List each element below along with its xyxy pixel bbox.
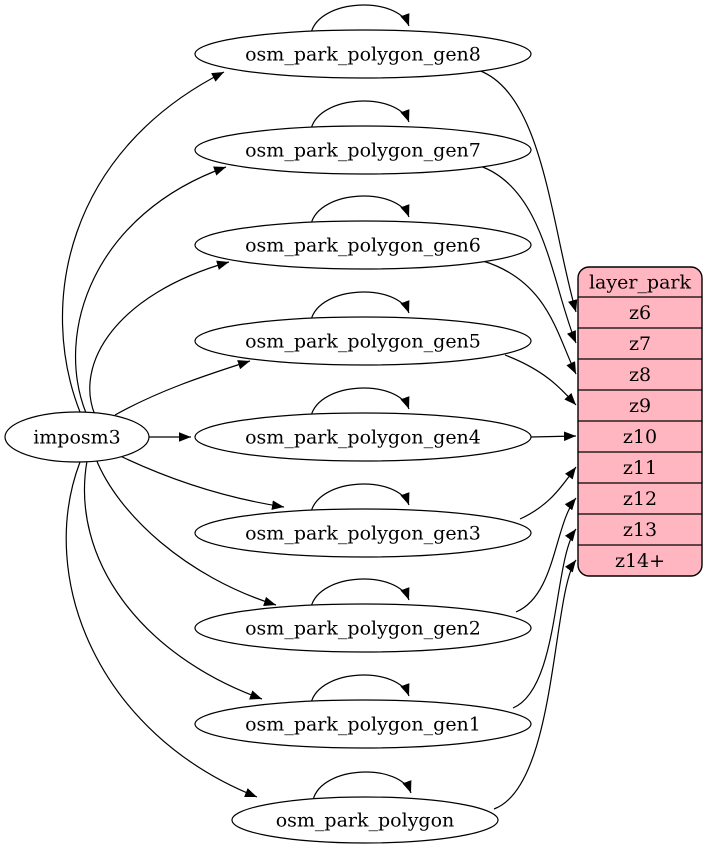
node-osm_park_polygon_gen4: osm_park_polygon_gen4 bbox=[194, 412, 532, 462]
node-label-osm_park_polygon_gen4: osm_park_polygon_gen4 bbox=[245, 427, 481, 449]
node-osm_park_polygon_gen1: osm_park_polygon_gen1 bbox=[194, 699, 532, 749]
layer-table-row-z11: z11 bbox=[623, 457, 657, 479]
node-label-osm_park_polygon_gen7: osm_park_polygon_gen7 bbox=[245, 140, 481, 162]
layer-table-row-z14+: z14+ bbox=[615, 550, 665, 572]
layer-table-row-z8: z8 bbox=[629, 364, 651, 386]
edge-osm_park_polygon_gen3-to-z11 bbox=[519, 466, 577, 520]
layer-table-group: layer_park z6 z7 z8 z9 z10 z11 z12 z13 z14+ bbox=[577, 266, 703, 577]
edge-osm_park_polygon-to-z14+ bbox=[493, 559, 577, 810]
edge-osm_park_polygon_gen1-to-z13 bbox=[512, 528, 577, 709]
layer-table-row-z10: z10 bbox=[623, 426, 657, 448]
layer-table-row-z6: z6 bbox=[629, 302, 651, 324]
edge-osm_park_polygon_gen8-to-osm_park_polygon_gen8 bbox=[310, 4, 410, 34]
layer-table-title: layer_park bbox=[589, 272, 692, 294]
edge-osm_park_polygon_gen5-to-z9 bbox=[504, 354, 577, 406]
layer-table-row-z7: z7 bbox=[629, 333, 651, 355]
edge-osm_park_polygon_gen1-to-osm_park_polygon_gen1 bbox=[310, 674, 410, 704]
edge-imposm3-to-osm_park_polygon_gen2 bbox=[95, 458, 277, 607]
node-ellipse-osm_park_polygon_gen1 bbox=[194, 699, 532, 749]
edge-osm_park_polygon_gen2-to-osm_park_polygon_gen2 bbox=[310, 578, 410, 608]
node-ellipse-osm_park_polygon_gen4 bbox=[194, 412, 532, 462]
node-label-osm_park_polygon_gen8: osm_park_polygon_gen8 bbox=[245, 44, 481, 66]
edge-osm_park_polygon_gen2-to-z12 bbox=[515, 497, 577, 613]
edge-imposm3-to-osm_park_polygon_gen3 bbox=[113, 452, 285, 510]
node-label-osm_park_polygon_gen6: osm_park_polygon_gen6 bbox=[245, 235, 481, 257]
node-label-osm_park_polygon_gen1: osm_park_polygon_gen1 bbox=[245, 714, 481, 736]
edge-imposm3-to-osm_park_polygon_gen6 bbox=[89, 260, 230, 416]
node-ellipse-osm_park_polygon_gen7 bbox=[194, 125, 532, 175]
edge-osm_park_polygon_gen7-to-osm_park_polygon_gen7 bbox=[310, 100, 410, 130]
edge-osm_park_polygon_gen7-to-z7 bbox=[479, 165, 577, 344]
node-ellipse-osm_park_polygon bbox=[231, 796, 499, 844]
edge-osm_park_polygon_gen5-to-osm_park_polygon_gen5 bbox=[310, 291, 410, 321]
node-ellipse-osm_park_polygon_gen8 bbox=[194, 29, 532, 79]
node-ellipse-imposm3 bbox=[4, 411, 150, 463]
edge-osm_park_polygon-to-osm_park_polygon bbox=[312, 771, 412, 801]
edge-imposm3-to-osm_park_polygon_gen5 bbox=[114, 360, 251, 416]
layer-table-row-z13: z13 bbox=[623, 519, 657, 541]
node-imposm3: imposm3 bbox=[4, 411, 150, 463]
nodes-layer: imposm3 osm_park_polygon_gen8 osm_park_pol… bbox=[4, 29, 532, 844]
node-ellipse-osm_park_polygon_gen6 bbox=[194, 220, 532, 270]
layer-table-row-z9: z9 bbox=[629, 395, 651, 417]
node-label-osm_park_polygon_gen5: osm_park_polygon_gen5 bbox=[245, 331, 481, 353]
edge-imposm3-to-osm_park_polygon_gen8 bbox=[61, 71, 225, 413]
node-label-osm_park_polygon_gen3: osm_park_polygon_gen3 bbox=[245, 523, 481, 545]
node-osm_park_polygon_gen3: osm_park_polygon_gen3 bbox=[194, 508, 532, 558]
layer-table-row-z12: z12 bbox=[623, 488, 657, 510]
node-osm_park_polygon_gen2: osm_park_polygon_gen2 bbox=[194, 603, 532, 653]
node-label-imposm3: imposm3 bbox=[33, 427, 121, 449]
node-osm_park_polygon_gen7: osm_park_polygon_gen7 bbox=[194, 125, 532, 175]
node-osm_park_polygon: osm_park_polygon bbox=[231, 796, 499, 844]
node-ellipse-osm_park_polygon_gen5 bbox=[194, 316, 532, 366]
edge-osm_park_polygon_gen4-to-z10 bbox=[530, 431, 577, 442]
edge-osm_park_polygon_gen6-to-osm_park_polygon_gen6 bbox=[310, 195, 410, 225]
node-ellipse-osm_park_polygon_gen2 bbox=[194, 603, 532, 653]
edges-layer bbox=[61, 4, 578, 810]
edge-imposm3-to-osm_park_polygon_gen7 bbox=[74, 166, 227, 414]
node-label-osm_park_polygon_gen2: osm_park_polygon_gen2 bbox=[245, 618, 481, 640]
node-osm_park_polygon_gen8: osm_park_polygon_gen8 bbox=[194, 29, 532, 79]
node-osm_park_polygon_gen5: osm_park_polygon_gen5 bbox=[194, 316, 532, 366]
edge-imposm3-to-osm_park_polygon_gen1 bbox=[83, 460, 263, 700]
edge-imposm3-to-osm_park_polygon bbox=[65, 461, 258, 798]
node-label-osm_park_polygon: osm_park_polygon bbox=[276, 810, 455, 832]
node-ellipse-osm_park_polygon_gen3 bbox=[194, 508, 532, 558]
edge-osm_park_polygon_gen8-to-z6 bbox=[477, 69, 578, 313]
edge-osm_park_polygon_gen6-to-z8 bbox=[482, 260, 577, 375]
edge-osm_park_polygon_gen3-to-osm_park_polygon_gen3 bbox=[310, 483, 410, 513]
edge-osm_park_polygon_gen4-to-osm_park_polygon_gen4 bbox=[310, 387, 410, 417]
node-osm_park_polygon_gen6: osm_park_polygon_gen6 bbox=[194, 220, 532, 270]
